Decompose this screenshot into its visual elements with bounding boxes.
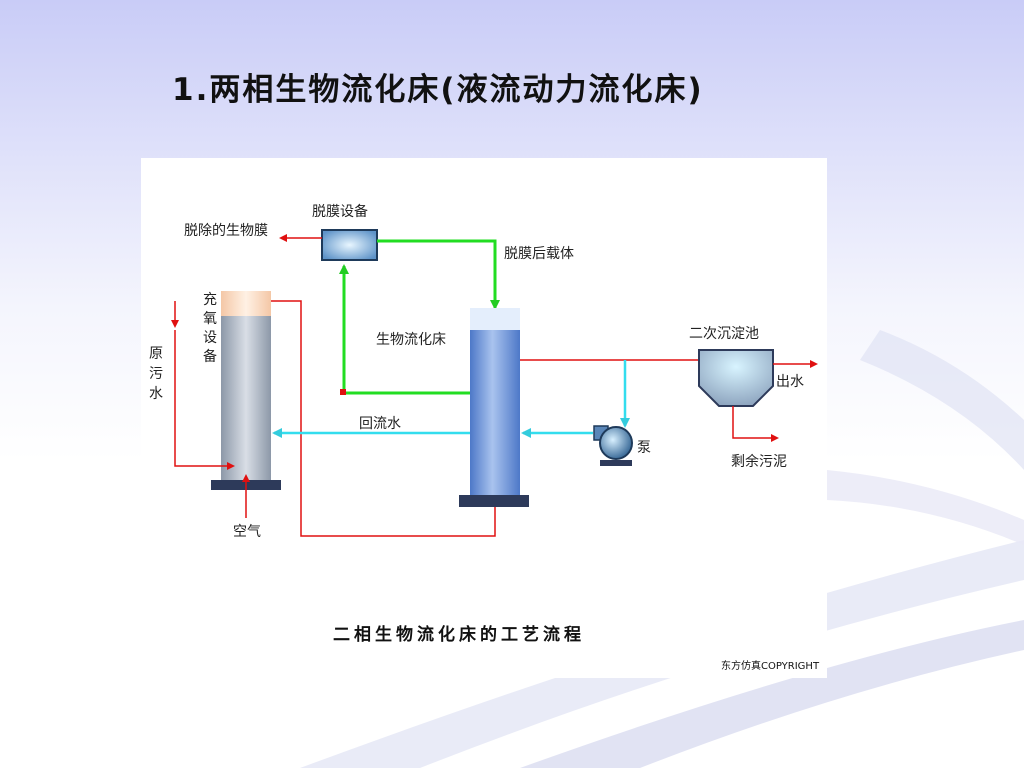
- carrier-return-line: [377, 239, 500, 310]
- bed-base: [459, 495, 529, 507]
- oxygenated-water-line: [271, 300, 499, 537]
- excess-sludge-label: 剩余污泥: [731, 453, 787, 470]
- bio-bed-label: 生物流化床: [376, 332, 446, 348]
- raw-wastewater-label-1: 原: [149, 346, 163, 362]
- air-label: 空气: [233, 524, 261, 540]
- slide-title: 1.两相生物流化床(液流动力流化床): [172, 72, 704, 108]
- removed-biofilm-label: 脱除的生物膜: [184, 223, 268, 239]
- membrane-device-label: 脱膜设备: [312, 203, 368, 220]
- bio-fluidized-bed: [470, 330, 520, 495]
- pump-label: 泵: [637, 440, 651, 456]
- excess-sludge-line: [732, 406, 779, 442]
- process-diagram-svg: 脱膜设备 脱除的生物膜 脱膜后载体 充 氧 设 备 原 污 水 空气 生物流化床: [149, 203, 820, 672]
- diagram-caption: 二相生物流化床的工艺流程: [333, 624, 585, 645]
- effluent-label: 出水: [776, 374, 804, 390]
- raw-wastewater-label-2: 污: [149, 366, 163, 382]
- oxygenation-label-1: 充: [203, 292, 217, 308]
- oxygenation-column-top: [221, 291, 271, 316]
- oxygenation-column: [221, 316, 271, 480]
- membrane-removal-device: [321, 229, 378, 261]
- process-diagram: 脱膜设备 脱除的生物膜 脱膜后载体 充 氧 设 备 原 污 水 空气 生物流化床: [141, 158, 827, 678]
- oxygenation-label-2: 氧: [203, 311, 217, 327]
- pump: [593, 425, 633, 466]
- oxygenation-label-3: 设: [203, 330, 217, 346]
- carrier-to-device-line: [339, 264, 479, 395]
- clarifier-label: 二次沉淀池: [689, 326, 759, 342]
- copyright-text: 东方仿真COPYRIGHT: [721, 659, 820, 672]
- junction-marker: [340, 389, 346, 395]
- carrier-label: 脱膜后载体: [504, 246, 574, 262]
- bed-top: [470, 308, 520, 330]
- oxygenation-label-4: 备: [203, 348, 217, 365]
- secondary-clarifier: [698, 349, 774, 407]
- raw-wastewater-label-3: 水: [149, 386, 163, 402]
- return-water-label: 回流水: [359, 416, 401, 432]
- raw-wastewater-line: [174, 330, 235, 470]
